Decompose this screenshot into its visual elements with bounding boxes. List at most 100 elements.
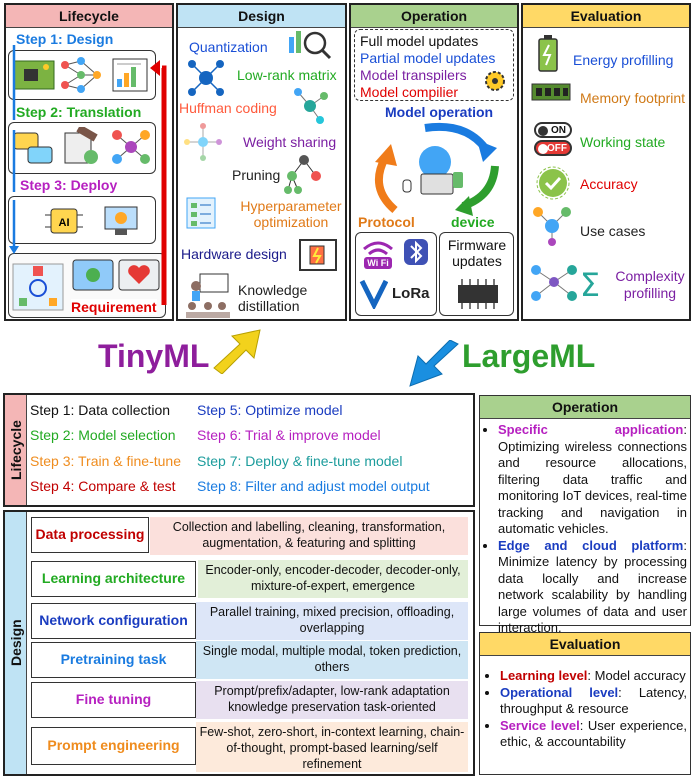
document-chart-icon (112, 58, 148, 92)
design-row-name-4: Pretraining task (31, 642, 196, 678)
eval-use-cases: Use cases (580, 223, 646, 239)
off-label: OFF (547, 143, 567, 154)
top-operation-title: Operation (351, 5, 517, 28)
bluetooth-icon (404, 239, 428, 265)
lora-text: LoRa (392, 285, 430, 302)
design-row-desc-5: Prompt/prefix/adapter, low-rank adaptati… (196, 681, 468, 719)
lora-logo-icon (359, 279, 388, 309)
op-transpilers: Model transpilers (360, 67, 467, 83)
checklist-icon (186, 197, 216, 229)
lc-requirement-box: Requirement (8, 253, 166, 318)
battery-icon (538, 35, 558, 72)
design-hyperparameter: Hyperparameter optimization (240, 198, 342, 230)
bottom-lifecycle-inner: Step 1: Data collection Step 2: Model se… (25, 396, 472, 504)
lc-step3-box: AI (8, 196, 156, 244)
lc-step2-box (8, 122, 156, 174)
on-toggle: ON (534, 122, 572, 138)
top-lifecycle-panel: Lifecycle (4, 3, 174, 321)
graph-nodes-icon (294, 88, 328, 124)
circuit-battery-icon (299, 239, 337, 271)
memory-ram-icon (531, 83, 571, 101)
pruning-tree-icon (284, 155, 321, 194)
op-bullet-2: Edge and cloud platform: Minimize latenc… (498, 538, 687, 637)
op-list-box (354, 29, 514, 101)
lc-step1: Step 1: Design (16, 31, 114, 47)
design-row-name-1: Data processing (31, 517, 149, 553)
bl-step2: Step 2: Model selection (30, 427, 176, 443)
magnifier-chart-icon (289, 31, 332, 60)
design-row-name-5: Fine tuning (31, 682, 196, 718)
op-model-operation: Model operation (385, 104, 494, 120)
bl-step7: Step 7: Deploy & fine-tune model (197, 453, 403, 469)
eval-b2-text: Latency, throughput & resource (500, 684, 687, 717)
network-globe-icon (188, 60, 224, 96)
chat-icon (13, 132, 53, 164)
bottom-operation-panel: Operation (479, 395, 691, 626)
smart-home-icon (12, 263, 64, 311)
bottom-design-tab (5, 512, 27, 774)
largeml-arrow (409, 340, 459, 387)
design-knowledge: Knowledge distillation (238, 282, 308, 314)
accuracy-check-icon (536, 166, 570, 200)
op-compilier: Model compilier (360, 84, 459, 100)
fitness-tablet-icon (72, 259, 114, 291)
bottom-design-label: Design (8, 619, 24, 667)
design-low-rank: Low-rank matrix (237, 67, 337, 83)
eval-accuracy: Accuracy (580, 176, 638, 192)
design-row-desc-1: Collection and labelling, cleaning, tran… (150, 517, 468, 555)
design-row-name-2: Learning architecture (31, 561, 196, 597)
bl-step4: Step 4: Compare & test (30, 478, 176, 494)
op-firmware: Firmware updates (447, 237, 507, 269)
eval-b3-head: Service level (500, 717, 580, 733)
design-pruning: Pruning (232, 167, 281, 183)
bl-step3: Step 3: Train & fine-tune (30, 453, 181, 469)
design-row-desc-6: Few-shot, zero-short, in-context learnin… (196, 722, 468, 772)
gavel-document-icon (64, 127, 98, 164)
top-lifecycle-title: Lifecycle (6, 5, 172, 28)
bottom-lifecycle-label: Lifecycle (8, 420, 24, 480)
op-device: device (451, 214, 495, 230)
op-firmware-box: Firmware updates (439, 232, 514, 316)
network-nodes-icon (112, 130, 150, 164)
bottom-operation-list: Specific application: Optimizing wireles… (484, 422, 687, 637)
op-protocol-box: Wi Fi LoRa (355, 232, 437, 316)
users-network-icon (533, 207, 571, 246)
off-toggle: OFF (534, 140, 572, 156)
lc-step3: Step 3: Deploy (20, 177, 118, 193)
design-row-desc-2: Encoder-only, encoder-decoder, decoder-o… (198, 560, 468, 598)
eval-memory: Memory footprint (580, 90, 686, 106)
teacher-students-icon (186, 273, 230, 318)
tinyml-label: TinyML (98, 338, 210, 374)
wifi-icon: Wi Fi (363, 241, 393, 269)
eval-b1-head: Learning level (500, 668, 588, 683)
eval-bullet-1: Learning level: Model accuracy (500, 668, 687, 685)
bottom-lifecycle-tab (5, 395, 27, 505)
tinyml-arrow (213, 329, 261, 374)
bottom-design-panel (3, 510, 475, 776)
eval-working: Working state (580, 134, 666, 150)
bottom-evaluation-title: Evaluation (480, 633, 690, 656)
top-evaluation-panel: Evaluation (521, 3, 691, 321)
op-b1-head: Specific application (498, 422, 684, 437)
bottom-lifecycle-panel (3, 393, 475, 507)
op-b1-text: Optimizing wireless connections and reso… (498, 438, 687, 537)
top-evaluation-title: Evaluation (523, 5, 689, 28)
eval-bullet-3: Service level: User experience, ethic, &… (500, 718, 687, 751)
op-partial-updates: Partial model updates (360, 50, 496, 66)
star-network-icon (184, 123, 222, 161)
lifecycle-loop-arrows (9, 45, 167, 305)
eval-energy: Energy profilling (573, 52, 674, 68)
design-row-desc-3: Parallel training, mixed precision, offl… (196, 602, 468, 640)
largeml-label: LargeML (462, 338, 596, 374)
top-operation-panel: Operation (349, 3, 519, 321)
on-label: ON (551, 125, 566, 136)
design-hardware: Hardware design (181, 246, 287, 262)
svg-text:Σ: Σ (580, 266, 600, 304)
svg-text:AI: AI (59, 217, 70, 229)
op-protocol: Protocol (358, 214, 415, 230)
bl-step5: Step 5: Optimize model (197, 402, 343, 418)
complexity-sigma-icon: Σ (531, 265, 600, 304)
eval-b2-head: Operational level (500, 684, 619, 700)
op-b2-head: Edge and cloud platform (498, 537, 684, 553)
design-quantization: Quantization (189, 39, 268, 55)
